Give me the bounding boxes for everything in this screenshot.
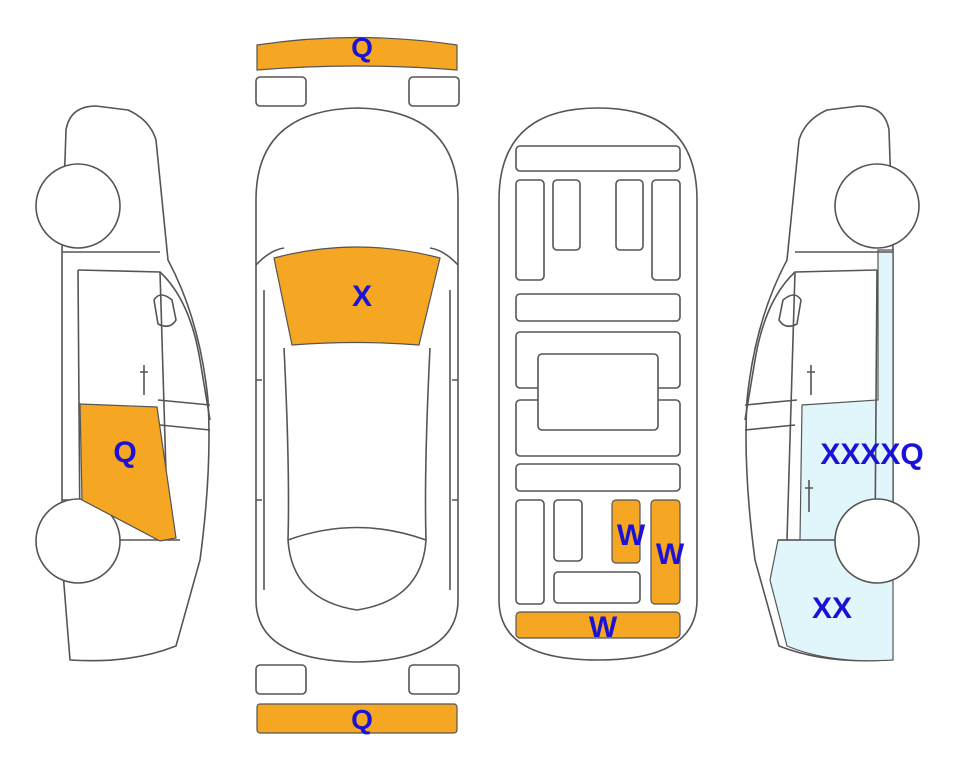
- right-side-cluster-mark: XXXXQ: [820, 438, 923, 471]
- front-bumper-damage: [256, 36, 458, 71]
- front-bumper-mark: Q: [351, 32, 373, 63]
- windshield-damage: [273, 246, 441, 346]
- right-rear-quarter-mark: XX: [812, 592, 852, 625]
- floor-panel-b-damage: [650, 499, 681, 605]
- right-front-wheel: [834, 163, 920, 249]
- floor-panel-a-damage: [611, 499, 641, 564]
- left-side-view: Q: [35, 105, 211, 662]
- rear-bumper-damage: [256, 703, 458, 734]
- floor-rear-panel-damage: [515, 611, 681, 639]
- left-front-wheel: [35, 163, 121, 249]
- rear-right-light: [408, 664, 460, 695]
- left-rear-wheel: [35, 498, 121, 584]
- floor-panel-a-mark: W: [617, 519, 646, 552]
- rear-bumper-mark: Q: [351, 704, 373, 735]
- left-front-door-mark: Q: [113, 436, 136, 469]
- rear-left-light: [255, 664, 307, 695]
- front-left-light: [255, 76, 307, 107]
- right-side-view: XXXXQ XX: [744, 105, 924, 662]
- left-front-door-damage: [79, 403, 177, 542]
- top-view: Q X Q: [255, 32, 460, 735]
- top-car-body: [255, 107, 459, 663]
- floor-panel-b-mark: W: [656, 538, 685, 571]
- front-right-light: [408, 76, 460, 107]
- right-rear-wheel: [834, 498, 920, 584]
- windshield-mark: X: [352, 280, 372, 313]
- floor-rear-panel-mark: W: [589, 611, 618, 644]
- underbody-view: W W W: [498, 107, 698, 661]
